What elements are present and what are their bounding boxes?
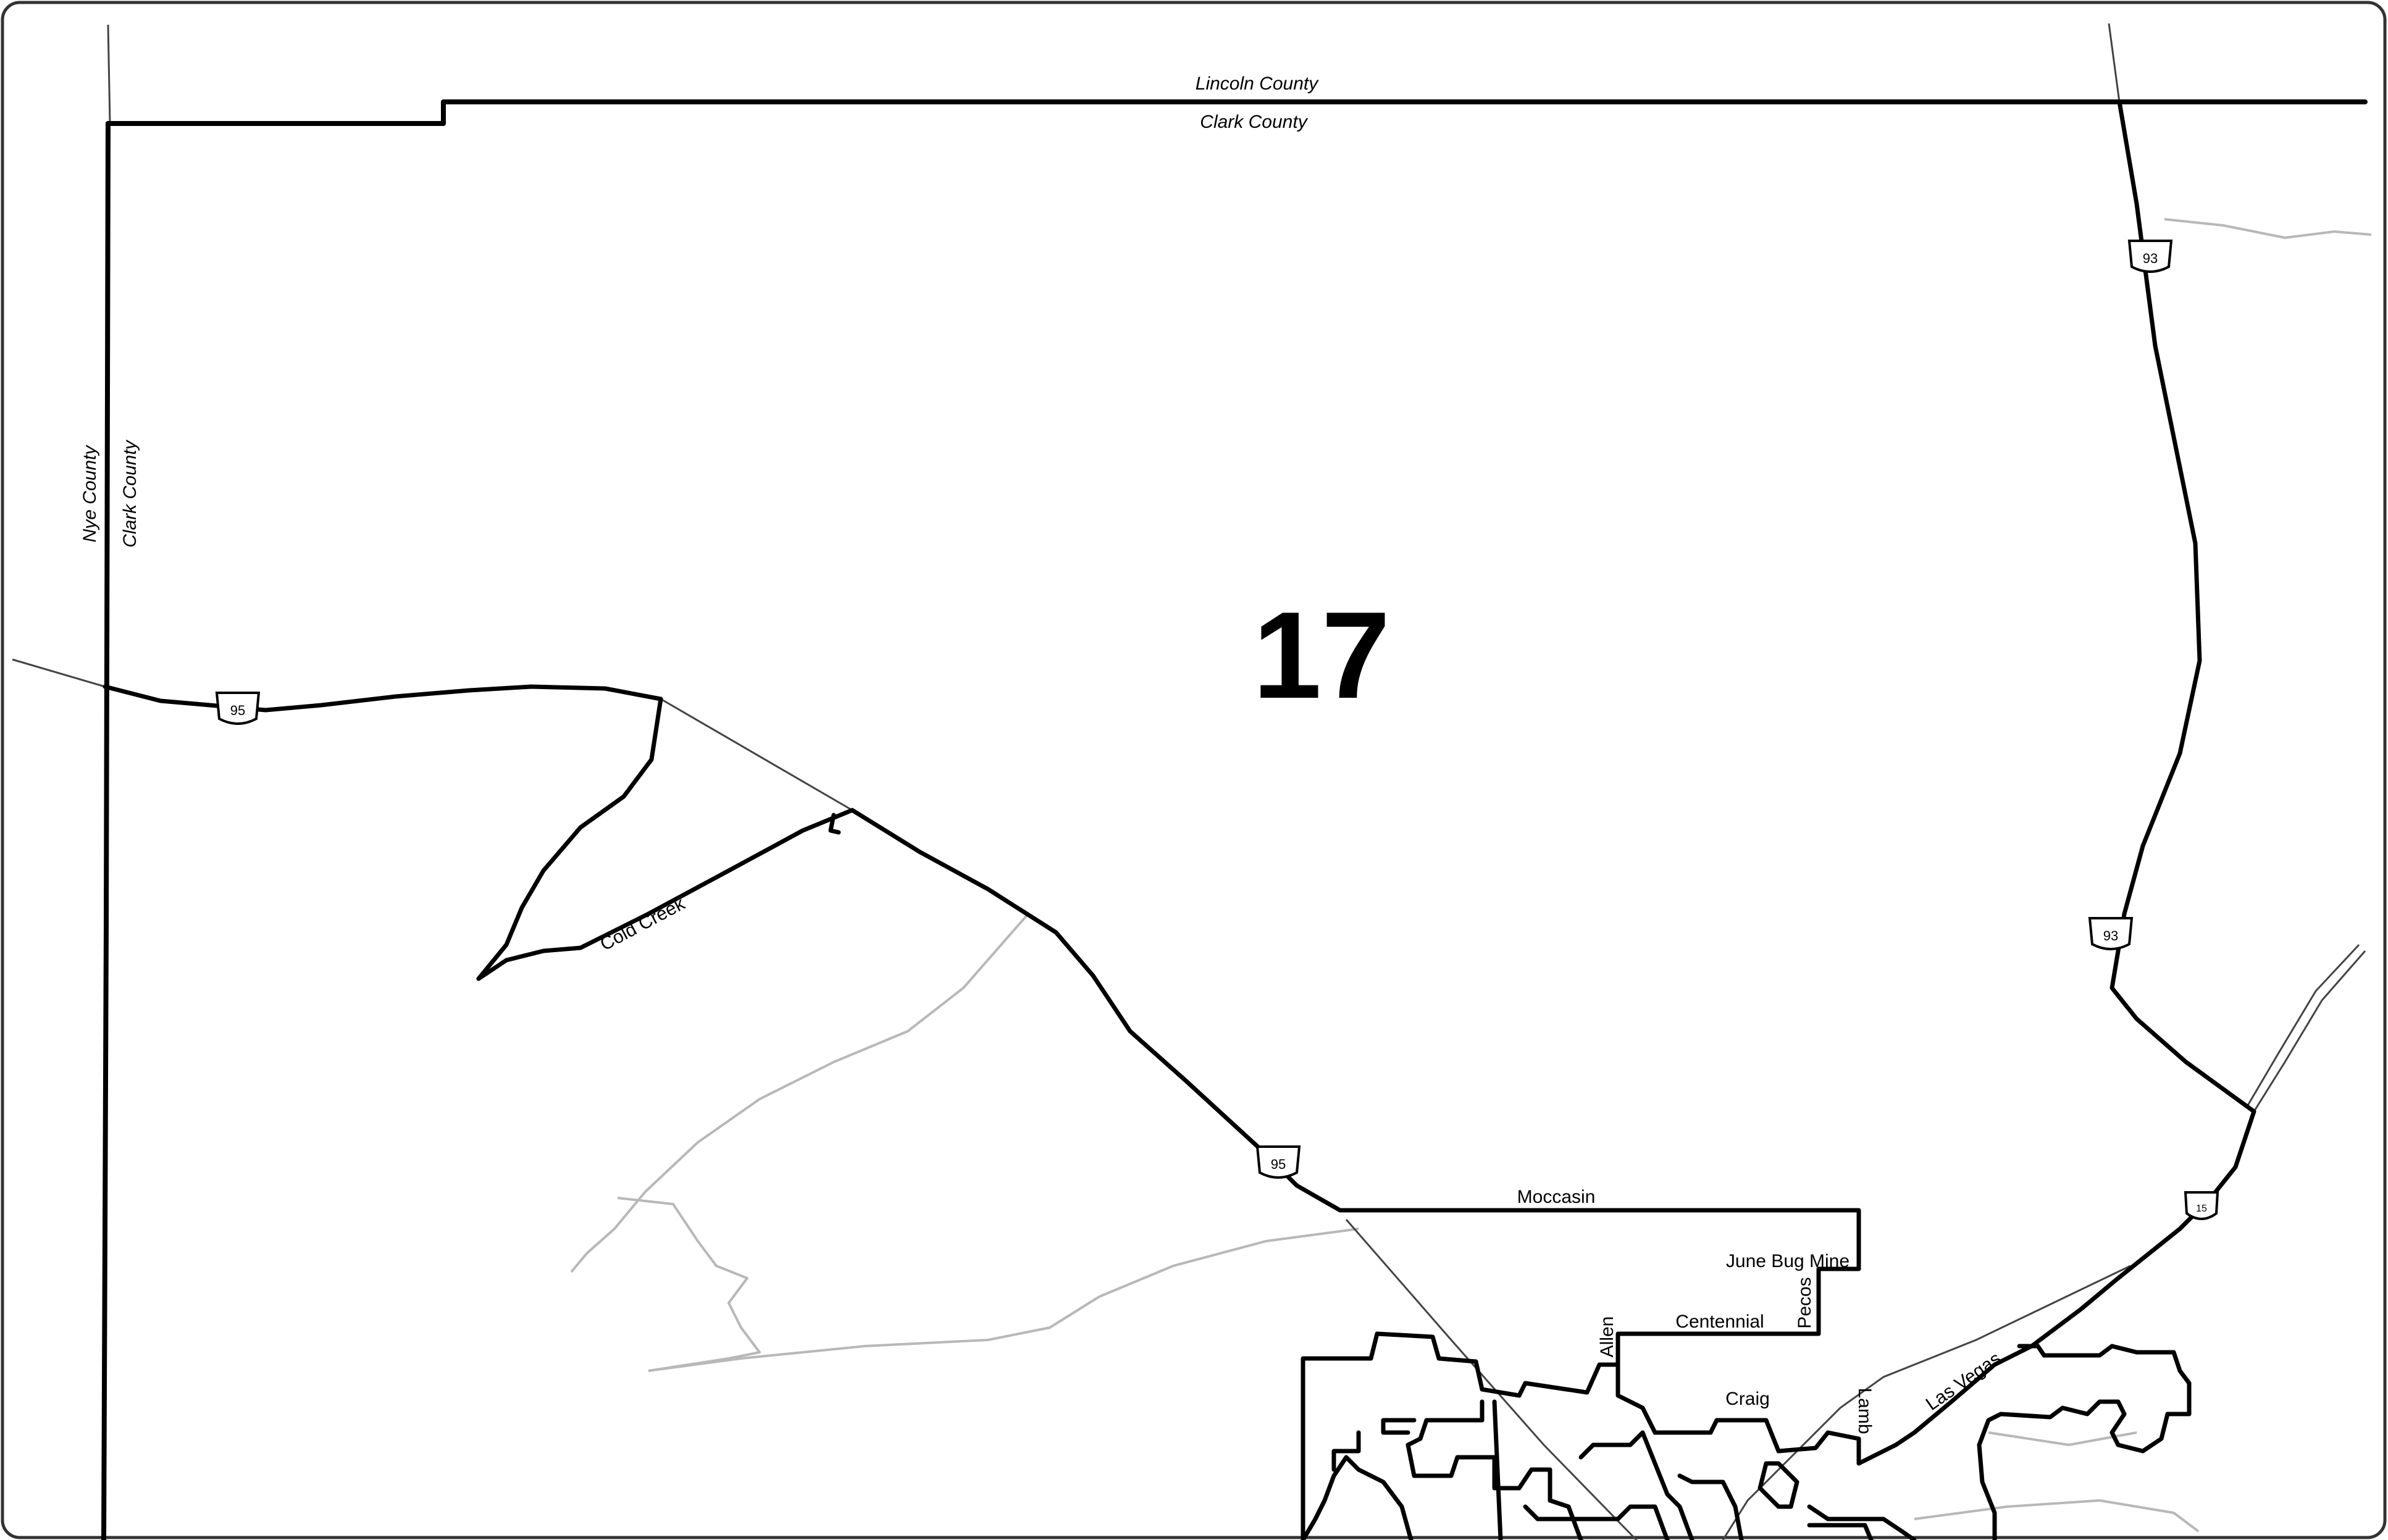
west-entry-line: [12, 658, 106, 688]
street-label-centennial: Centennial: [1675, 1312, 1764, 1332]
county-label-clark-north: Clark County: [1200, 112, 1308, 132]
thin-lines: [12, 23, 2366, 1540]
us-route-shield: 93: [2127, 240, 2173, 273]
svg-text:15: 15: [2196, 1203, 2207, 1214]
cold-creek-spur: [828, 813, 841, 835]
i15-corridor-east-2: [2247, 944, 2360, 1106]
minor-road-northeast: [2164, 218, 2372, 239]
urban-boundaries: [1301, 1331, 2192, 1540]
svg-text:93: 93: [2103, 928, 2118, 944]
i15-corridor-west: [1722, 1265, 2131, 1540]
urban-boundary-sw: [1381, 1418, 1417, 1435]
us-route-shield: 95: [215, 692, 261, 725]
west-county-line-top: [107, 24, 111, 123]
urban-boundary-c4: [1757, 1461, 1799, 1509]
county-line-lincoln-clark: [106, 99, 2368, 126]
urban-boundary-center2: [1523, 1504, 1670, 1540]
cold-creek-road-2: [476, 808, 855, 981]
us-route-shield: 93: [2088, 917, 2134, 950]
svg-text:93: 93: [2143, 251, 2158, 266]
urban-boundary-mid: [1406, 1399, 1583, 1540]
urban-boundary-c3: [1677, 1473, 1744, 1540]
county-line-nye-clark: [101, 121, 111, 1540]
urban-boundary-sw2: [1331, 1430, 1361, 1472]
street-label-lamb: Lamb: [1854, 1387, 1875, 1434]
street-label-pecos: Pecos: [1795, 1277, 1815, 1328]
us95-west: [103, 684, 663, 713]
i15-corridor-east: [2253, 950, 2366, 1112]
county-label-lincoln: Lincoln County: [1196, 73, 1319, 94]
us95-thin-segment: [660, 698, 853, 811]
us93: [1893, 99, 2256, 1447]
street-label-las-vegas: Las Vegas: [1922, 1349, 2005, 1415]
county-label-clark-west: Clark County: [120, 439, 140, 547]
cold-creek-road: [476, 697, 663, 981]
urban-boundary-c5: [1807, 1504, 1917, 1540]
county-label-nye: Nye County: [80, 445, 100, 543]
north-us93-top: [2108, 23, 2121, 103]
street-label-june-bug-mine: June Bug Mine: [1726, 1251, 1850, 1271]
urban-boundary-center: [1578, 1430, 1695, 1540]
street-label-moccasin: Moccasin: [1517, 1187, 1596, 1207]
district-boundary: [101, 99, 2368, 1540]
urban-boundary-inner: [1301, 1455, 1414, 1540]
street-label-allen: Allen: [1597, 1316, 1617, 1358]
district-number: 17: [1253, 587, 1390, 724]
interstate-shield: 15: [2184, 1191, 2219, 1220]
street-label-craig: Craig: [1725, 1389, 1770, 1409]
street-label-cold-creek: Cold Creek: [597, 893, 689, 955]
moccasin-road: [1338, 1208, 1861, 1367]
minor-road-se: [1914, 1499, 2200, 1533]
svg-text:95: 95: [230, 703, 245, 718]
urban-boundary-west: [1301, 1331, 1898, 1540]
minor-road-loop: [617, 1197, 761, 1372]
svg-text:95: 95: [1271, 1157, 1286, 1172]
us-route-shield: 95: [1255, 1145, 1301, 1179]
urban-boundary-mid2: [1492, 1399, 1503, 1540]
urban-boundary-east: [1977, 1344, 2192, 1540]
minor-road-south: [648, 1228, 1359, 1372]
minor-road-west-valley: [570, 913, 1029, 1273]
urban-boundary-c6: [1807, 1523, 1874, 1540]
minor-roads: [570, 218, 2372, 1533]
